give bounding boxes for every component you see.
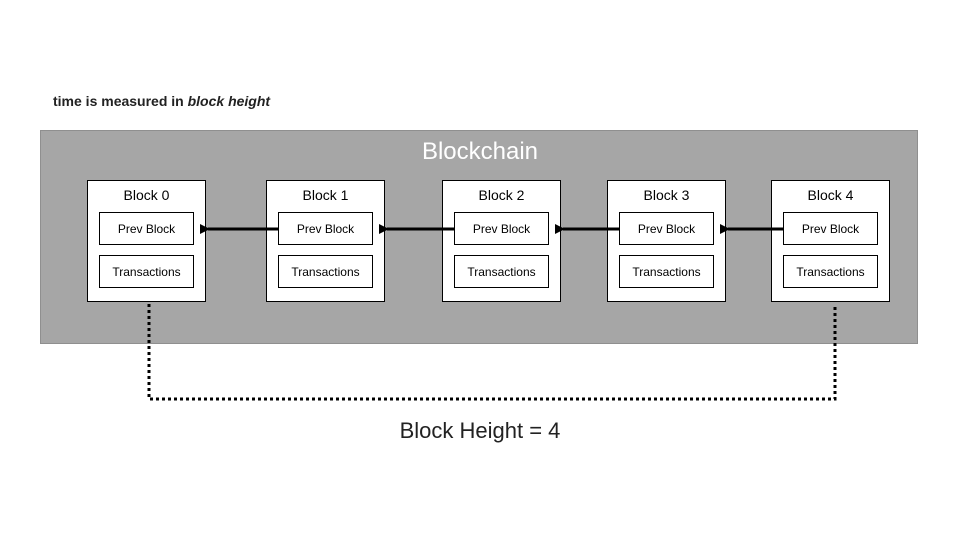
prev-block-field: Prev Block <box>454 212 549 245</box>
prev-block-field: Prev Block <box>783 212 878 245</box>
block-0: Block 0 Prev Block Transactions <box>87 180 206 302</box>
block-4: Block 4 Prev Block Transactions <box>771 180 890 302</box>
height-dotted-bracket <box>147 304 837 401</box>
transactions-field: Transactions <box>454 255 549 288</box>
prev-block-field: Prev Block <box>278 212 373 245</box>
block-label: Block 2 <box>478 187 525 203</box>
block-label: Block 3 <box>643 187 690 203</box>
block-3: Block 3 Prev Block Transactions <box>607 180 726 302</box>
block-height-label: Block Height = 4 <box>399 418 561 443</box>
block-label: Block 1 <box>302 187 349 203</box>
prev-block-field: Prev Block <box>619 212 714 245</box>
slide-caption: time is measured in block height <box>53 93 270 109</box>
transactions-field: Transactions <box>783 255 878 288</box>
caption-emphasis: block height <box>187 93 271 109</box>
block-label: Block 0 <box>123 187 170 203</box>
block-label: Block 4 <box>807 187 854 203</box>
transactions-field: Transactions <box>99 255 194 288</box>
block-1: Block 1 Prev Block Transactions <box>266 180 385 302</box>
blockchain-title: Blockchain <box>421 138 539 165</box>
transactions-field: Transactions <box>278 255 373 288</box>
caption-text: time is measured in <box>53 93 188 109</box>
transactions-field: Transactions <box>619 255 714 288</box>
block-2: Block 2 Prev Block Transactions <box>442 180 561 302</box>
prev-block-field: Prev Block <box>99 212 194 245</box>
